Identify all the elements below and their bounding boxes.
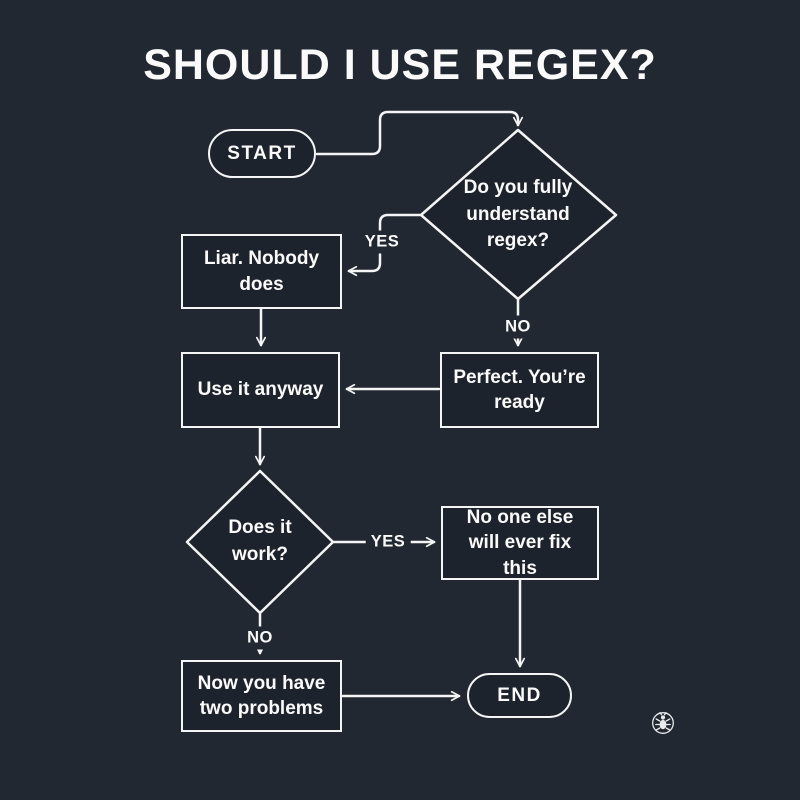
decision-work-diamond xyxy=(185,469,335,615)
node-use-anyway-label: Use it anyway xyxy=(197,379,324,401)
node-liar: Liar. Nobody does xyxy=(181,234,342,309)
page-title: SHOULD I USE REGEX? xyxy=(143,41,657,89)
node-end: END xyxy=(467,673,572,718)
bug-icon xyxy=(652,711,674,734)
decision-understand-diamond xyxy=(419,128,618,301)
node-perfect: Perfect. You’re ready xyxy=(440,352,599,428)
node-two-problems: Now you have two problems xyxy=(181,660,342,732)
node-no-one-else-label: No one else will ever fix this xyxy=(466,507,574,579)
decision-understand-label: Do you fully understand regex? xyxy=(463,177,573,252)
node-use-anyway: Use it anyway xyxy=(181,352,340,428)
connector-start-to-understand xyxy=(315,110,524,156)
edge-label-work-no: NO xyxy=(242,626,278,650)
edge-label-work-yes: YES xyxy=(365,530,411,554)
node-perfect-label: Perfect. You’re ready xyxy=(453,366,586,413)
node-liar-label: Liar. Nobody does xyxy=(203,248,320,295)
node-two-problems-label: Now you have two problems xyxy=(197,672,326,719)
decision-work-label: Does it work? xyxy=(228,517,292,565)
edge-label-understand-yes: YES xyxy=(359,230,405,254)
edge-label-understand-no: NO xyxy=(500,315,536,339)
node-no-one-else: No one else will ever fix this xyxy=(441,506,599,580)
node-end-label: END xyxy=(497,684,542,706)
node-start: START xyxy=(208,129,316,178)
node-start-label: START xyxy=(227,142,297,164)
